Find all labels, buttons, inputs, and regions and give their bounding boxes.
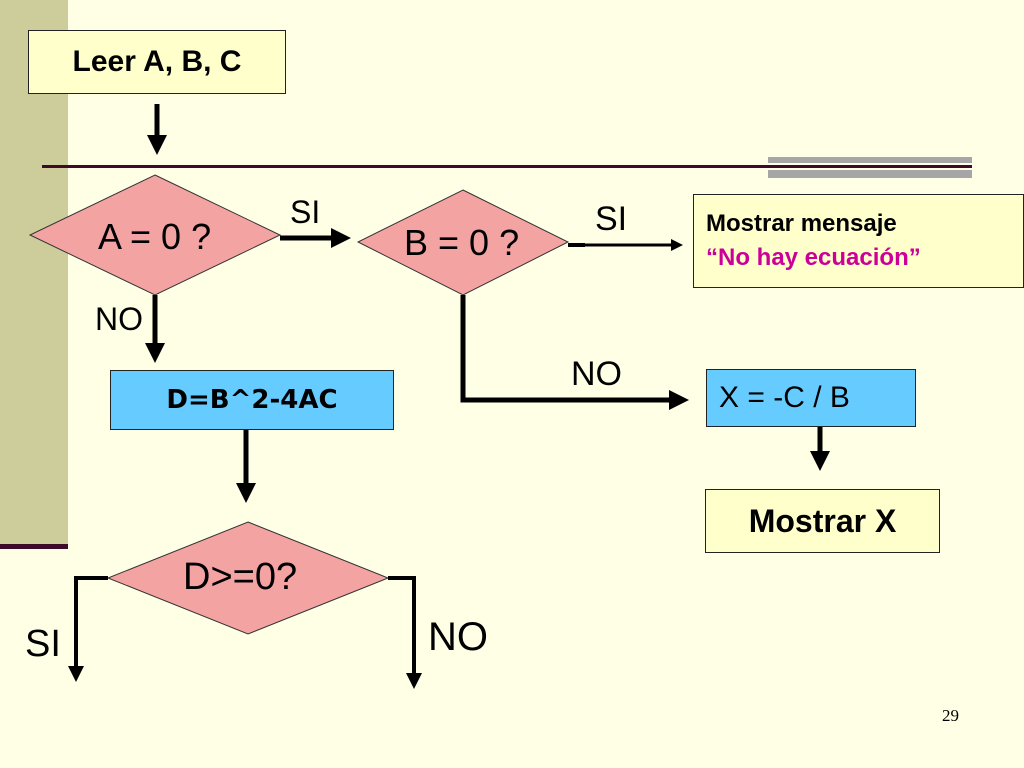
message-text: “No hay ecuación” — [706, 244, 921, 271]
branch-label-b-no: NO — [571, 355, 622, 393]
sidebar-divider — [0, 544, 68, 549]
decision-d-diamond — [106, 521, 390, 635]
decision-b-zero-text: B = 0 ? — [404, 222, 520, 263]
read-input-box: Leer A, B, C — [28, 30, 286, 94]
compute-x-label: X = -C / B — [719, 381, 850, 414]
branch-label-d-no: NO — [428, 615, 488, 659]
show-x-label: Mostrar X — [748, 502, 897, 539]
decorative-bar-top — [768, 157, 972, 163]
arrow-d-no — [388, 576, 422, 689]
decorative-bar-bottom — [768, 170, 972, 178]
horizontal-rule — [42, 165, 972, 168]
show-x-box: Mostrar X — [705, 489, 940, 553]
compute-d-box: D=B^2-4AC — [110, 370, 394, 430]
read-input-label: Leer A, B, C — [72, 45, 242, 78]
branch-label-a-no: NO — [95, 301, 143, 337]
message-box: Mostrar mensaje “No hay ecuación” — [693, 194, 1024, 288]
compute-x-box: X = -C / B — [706, 369, 916, 427]
compute-d-label: D=B^2-4AC — [166, 385, 338, 415]
decision-d-text: D>=0? — [183, 556, 298, 598]
branch-label-d-si: SI — [25, 623, 61, 665]
page-number: 29 — [942, 706, 959, 725]
decision-a-zero-text: A = 0 ? — [98, 216, 212, 257]
branch-label-b-si: SI — [595, 200, 628, 238]
arrow-d-si — [68, 576, 108, 682]
arrow-b-no — [460, 295, 689, 410]
branch-label-a-si: SI — [290, 194, 321, 230]
message-title: Mostrar mensaje — [706, 210, 897, 237]
